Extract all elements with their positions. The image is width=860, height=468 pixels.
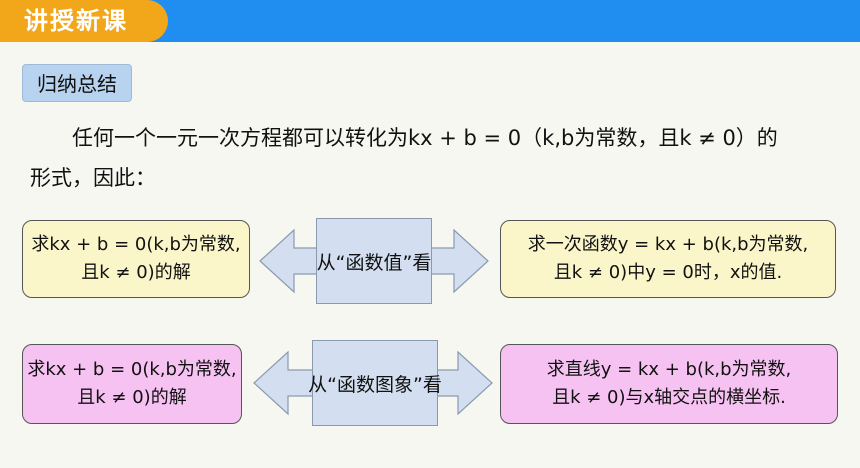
function-graph-label: 从“函数图象”看 [308,340,442,426]
function-graph-line-2: 且k ≠ 0)与x轴交点的横坐标. [552,387,786,408]
summary-label: 归纳总结 [22,64,132,102]
equation-line-2: 且k ≠ 0)的解 [77,387,187,408]
paragraph-line-1: 任何一个一元一次方程都可以转化为kx + b = 0（k,b为常数，且k ≠ 0… [72,126,778,150]
equation-line-1: 求kx + b = 0(k,b为常数, [27,359,237,380]
function-graph-box: 求直线y = kx + b(k,b为常数, 且k ≠ 0)与x轴交点的横坐标. [500,344,838,424]
function-value-line-1: 求一次函数y = kx + b(k,b为常数, [527,234,809,255]
intro-paragraph: 任何一个一元一次方程都可以转化为kx + b = 0（k,b为常数，且k ≠ 0… [30,118,840,198]
paragraph-line-2: 形式，因此： [30,166,156,190]
equation-box-value: 求kx + b = 0(k,b为常数, 且k ≠ 0)的解 [22,220,250,298]
equation-box-graph: 求kx + b = 0(k,b为常数, 且k ≠ 0)的解 [22,344,242,424]
function-value-label: 从“函数值”看 [316,218,432,304]
function-value-line-2: 且k ≠ 0)中y = 0时，x的值. [553,262,783,283]
section-tag: 讲授新课 [0,0,168,42]
equation-line-2: 且k ≠ 0)的解 [81,262,191,283]
function-value-box: 求一次函数y = kx + b(k,b为常数, 且k ≠ 0)中y = 0时，x… [500,220,836,298]
function-graph-line-1: 求直线y = kx + b(k,b为常数, [546,359,792,380]
header-bar: 讲授新课 [0,0,860,42]
equation-line-1: 求kx + b = 0(k,b为常数, [31,234,241,255]
